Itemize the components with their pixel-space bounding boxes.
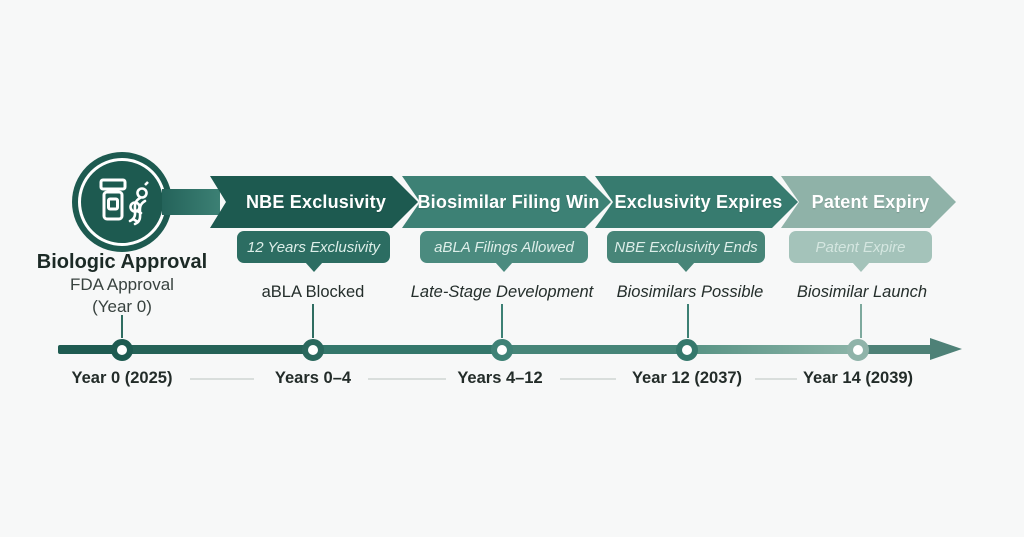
badge-inner-ring — [78, 158, 166, 246]
phase-title: Exclusivity Expires — [614, 191, 783, 212]
stage-abla-blocked: aBLA Blocked — [261, 283, 365, 301]
timeline-marker-year0 — [111, 339, 133, 361]
phase-biosimilar-filing: Biosimilar Filing Win — [402, 176, 611, 228]
tick-separator — [560, 378, 616, 380]
banner-label: NBE Exclusivity Ends — [614, 238, 758, 256]
tick-separator — [368, 378, 446, 380]
timeline-marker-year12 — [676, 339, 698, 361]
tick-label-years0-4: Years 0–4 — [274, 369, 352, 387]
pill-bottle-dna-icon — [99, 178, 149, 226]
banner-abla-filings-allowed: aBLA Filings Allowed — [420, 231, 588, 263]
tick-connector-line — [121, 315, 123, 338]
timeline-segment — [313, 345, 502, 354]
banner-patent-expire: Patent Expire — [789, 231, 932, 263]
phase-title: NBE Exclusivity — [245, 191, 387, 212]
start-subtitle: FDA Approval — [70, 275, 174, 294]
timeline-segment — [58, 345, 122, 354]
timeline-marker-year14 — [847, 339, 869, 361]
banner-label: aBLA Filings Allowed — [434, 238, 574, 256]
start-connector — [162, 189, 220, 215]
banner-label: 12 Years Exclusivity — [246, 238, 381, 256]
stage-biosimilars-possible: Biosimilars Possible — [616, 283, 764, 301]
tick-label-years4-12: Years 4–12 — [457, 369, 543, 387]
timeline-segment — [858, 345, 932, 354]
tick-connector-line — [687, 304, 689, 338]
banner-nbe-exclusivity-ends: NBE Exclusivity Ends — [607, 231, 765, 263]
start-year: (Year 0) — [92, 297, 152, 317]
timeline-marker-years4-12 — [491, 339, 513, 361]
tick-label-year14: Year 14 (2039) — [802, 369, 914, 387]
stage-biosimilar-launch: Biosimilar Launch — [796, 283, 928, 301]
tick-separator — [755, 378, 797, 380]
timeline-arrowhead-icon — [930, 338, 962, 360]
timeline-segment — [688, 345, 858, 354]
banner-12-years-exclusivity: 12 Years Exclusivity — [237, 231, 390, 263]
timeline-marker-years0-4 — [302, 339, 324, 361]
tick-connector-line — [501, 304, 503, 338]
tick-connector-line — [312, 304, 314, 338]
phase-title: Patent Expiry — [811, 191, 930, 212]
timeline-segment — [502, 345, 688, 354]
tick-separator — [190, 378, 254, 380]
phase-patent-expiry: Patent Expiry — [781, 176, 956, 228]
start-label-block: Biologic Approval FDA Approval (Year 0) — [22, 250, 222, 318]
banner-label: Patent Expire — [815, 238, 906, 256]
biologic-approval-badge — [72, 152, 172, 252]
tick-label-year12: Year 12 (2037) — [631, 369, 743, 387]
stage-late-stage-development: Late-Stage Development — [410, 283, 594, 301]
phase-nbe-exclusivity: NBE Exclusivity — [210, 176, 418, 228]
timeline-segment — [122, 345, 313, 354]
tick-label-year0: Year 0 (2025) — [71, 369, 173, 387]
start-title: Biologic Approval — [36, 251, 208, 273]
phase-exclusivity-expires: Exclusivity Expires — [595, 176, 798, 228]
phase-title: Biosimilar Filing Win — [417, 191, 600, 212]
tick-connector-line — [860, 304, 862, 338]
